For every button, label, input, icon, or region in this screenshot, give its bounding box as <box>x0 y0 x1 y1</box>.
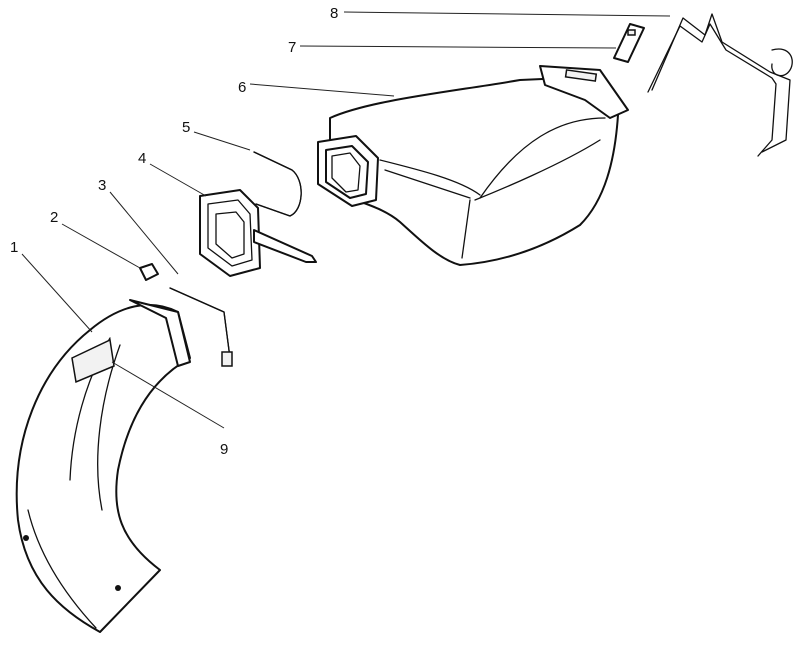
callout-4: 4 <box>138 150 146 167</box>
part-3-l-rod <box>169 287 233 367</box>
leader-line-7 <box>299 45 617 49</box>
leader-line-1 <box>21 253 93 333</box>
callout-8: 8 <box>330 5 338 22</box>
part-4-frame <box>199 189 317 277</box>
part-2-cap <box>139 263 159 281</box>
callout-3: 3 <box>98 177 106 194</box>
part-6-bag <box>317 65 629 266</box>
part-8-wire-frame <box>647 13 793 157</box>
leader-line-8 <box>343 11 671 17</box>
part-9-decal <box>71 338 115 384</box>
callout-1: 1 <box>10 239 18 256</box>
leader-line-3 <box>109 191 179 275</box>
part-7-clip <box>613 23 645 63</box>
callout-2: 2 <box>50 209 58 226</box>
leader-line-9 <box>111 361 225 429</box>
leader-line-5 <box>193 131 251 151</box>
callout-9: 9 <box>220 441 228 458</box>
leader-line-2 <box>61 223 141 269</box>
leader-line-4 <box>149 163 207 197</box>
part-5-u-rod <box>253 151 302 217</box>
callout-7: 7 <box>288 39 296 56</box>
callout-6: 6 <box>238 79 246 96</box>
leader-line-6 <box>249 83 395 97</box>
callout-5: 5 <box>182 119 190 136</box>
